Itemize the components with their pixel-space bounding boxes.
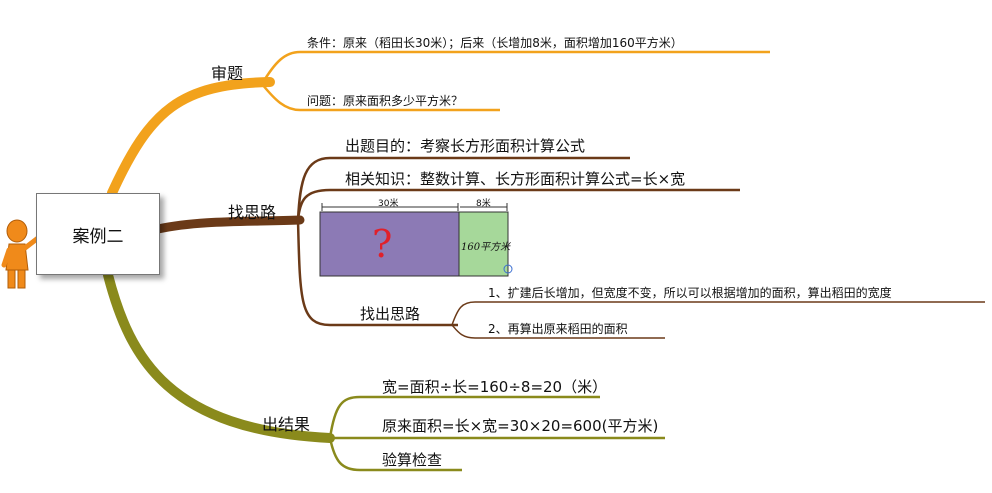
center-node-label: 案例二 bbox=[72, 226, 124, 247]
shenti-condition-text: 条件：原来（稻田长30米）；后来（长增加8米，面积增加160平方米） bbox=[307, 36, 683, 50]
zhaosilu-purpose-text: 出题目的：考察长方形面积计算公式 bbox=[345, 137, 586, 155]
connector-shenti-item2 bbox=[261, 83, 500, 112]
sub-zhaochusilu-label[interactable]: 找出思路 bbox=[360, 305, 421, 323]
result-area-formula: 原来面积=长×宽=30×20=600(平方米) bbox=[382, 417, 659, 435]
anchor-circle-icon bbox=[503, 264, 513, 274]
connector-shenti-main bbox=[107, 77, 275, 198]
idea-step-2-text: 2、再算出原来稻田的面积 bbox=[488, 322, 628, 336]
branch-zhaosilu-label[interactable]: 找思路 bbox=[228, 203, 277, 222]
connector-zhaosilu-main bbox=[153, 215, 305, 234]
dim-label-8m: 8米 bbox=[476, 199, 491, 209]
dim-label-30m: 30米 bbox=[378, 199, 399, 209]
idea-step-1-text: 1、扩建后长增加，但宽度不变，所以可以根据增加的面积，算出稻田的宽度 bbox=[488, 286, 892, 300]
extension-area-label: 160平方米 bbox=[461, 242, 511, 253]
connector-chujieguo-item3 bbox=[328, 437, 462, 472]
connector-shenti-item1 bbox=[260, 50, 770, 85]
connector-zhaosilu-item2 bbox=[296, 188, 740, 221]
connector-chujieguo-item1 bbox=[328, 395, 600, 439]
connector-sub-item1 bbox=[451, 301, 985, 326]
connector-chujieguo-main bbox=[103, 270, 335, 443]
connector-zhaosilu-item1 bbox=[296, 156, 630, 221]
branch-chujieguo-label[interactable]: 出结果 bbox=[262, 415, 311, 434]
connector-zhaosilu-sub bbox=[296, 219, 458, 327]
connector-sub-item2 bbox=[451, 324, 665, 339]
extension-field-rect bbox=[458, 211, 509, 277]
unknown-question-mark: ? bbox=[372, 222, 393, 266]
result-check-text: 验算检查 bbox=[382, 451, 443, 469]
branch-shenti-label[interactable]: 审题 bbox=[211, 64, 244, 83]
zhaosilu-knowledge-text: 相关知识：整数计算、长方形面积计算公式=长×宽 bbox=[345, 170, 686, 188]
original-field-rect bbox=[319, 211, 460, 277]
center-node[interactable]: 案例二 bbox=[36, 193, 160, 275]
presenter-person-icon bbox=[1, 219, 41, 289]
shenti-question-text: 问题：原来面积多少平方米？ bbox=[307, 94, 464, 108]
result-width-formula: 宽=面积÷长=160÷8=20（米） bbox=[382, 378, 608, 396]
